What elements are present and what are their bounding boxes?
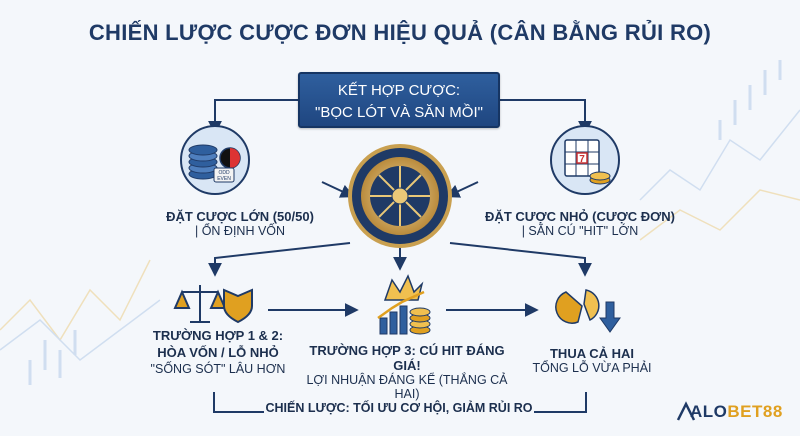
logo-text-alo: ALO	[690, 402, 728, 421]
chip-label-odd: ODD	[218, 170, 230, 176]
chip-stack-icon: ODD EVEN	[180, 125, 250, 195]
small-bet-label: ĐẶT CƯỢC NHỎ (CƯỢC ĐƠN) | SĂN CÚ "HIT" L…	[482, 209, 678, 238]
logo-text-bet88: BET88	[727, 402, 783, 421]
lose-both-title: THUA CẢ HAI	[549, 346, 634, 361]
lose-both-label: THUA CẢ HAI TỔNG LỖ VỪA PHẢI	[528, 346, 656, 375]
page-title: CHIẾN LƯỢC CƯỢC ĐƠN HIỆU QUẢ (CÂN BẰNG R…	[88, 20, 712, 45]
big-bet-label: ĐẶT CƯỢC LỚN (50/50) | ỔN ĐỊNH VỐN	[150, 209, 330, 238]
logo-mark-icon	[676, 401, 696, 421]
small-bet-title: ĐẶT CƯỢC NHỎ (CƯỢC ĐƠN)	[485, 209, 675, 224]
balance-scale-icon	[173, 285, 253, 324]
chip-label-even: EVEN	[217, 176, 231, 182]
combo-line-2: "BỌC LÓT VÀ SĂN MỒI"	[315, 104, 483, 121]
case-1-2-line-3: "SỐNG SÓT" LÂU HƠN	[150, 362, 286, 376]
background-chart-decoration	[0, 60, 800, 385]
case-1-2-label: TRƯỜNG HỢP 1 & 2: HÒA VỐN / LỖ NHỎ "SỐNG…	[138, 327, 298, 378]
case-3-label: TRƯỜNG HỢP 3: CÚ HIT ĐÁNG GIÁ! LỢI NHUẬN…	[296, 343, 518, 401]
big-bet-title: ĐẶT CƯỢC LỚN (50/50)	[166, 209, 314, 224]
case-1-2-line-1: TRƯỜNG HỢP 1 & 2:	[152, 328, 284, 343]
small-bet-subtitle: | SĂN CÚ "HIT" LỚN	[521, 224, 639, 238]
case-3-title: TRƯỜNG HỢP 3: CÚ HIT ĐÁNG GIÁ!	[309, 343, 505, 373]
combo-line-1: KẾT HỢP CƯỢC:	[337, 82, 461, 99]
case-1-2-line-2: HÒA VỐN / LỖ NHỎ	[157, 345, 279, 360]
lose-both-subtitle: TỔNG LỖ VỪA PHẢI	[532, 361, 652, 375]
card-number: 7	[579, 154, 585, 165]
roulette-wheel-icon	[348, 144, 452, 248]
connector-arrows	[208, 99, 592, 413]
case-3-subtitle: LỢI NHUẬN ĐÁNG KỂ (THẮNG CẢ HAI)	[306, 373, 508, 401]
combo-strategy-box: KẾT HỢP CƯỢC: "BỌC LÓT VÀ SĂN MỒI"	[298, 72, 500, 128]
big-bet-subtitle: | ỔN ĐỊNH VỐN	[194, 224, 286, 238]
brand-logo: ALOBET88	[690, 402, 783, 422]
single-number-card-icon: 7	[550, 125, 620, 195]
broken-coin-loss-icon	[555, 289, 621, 333]
strategy-summary: CHIẾN LƯỢC: TỐI ƯU CƠ HỘI, GIẢM RỦI RO	[264, 401, 534, 415]
profit-growth-icon	[377, 274, 431, 335]
